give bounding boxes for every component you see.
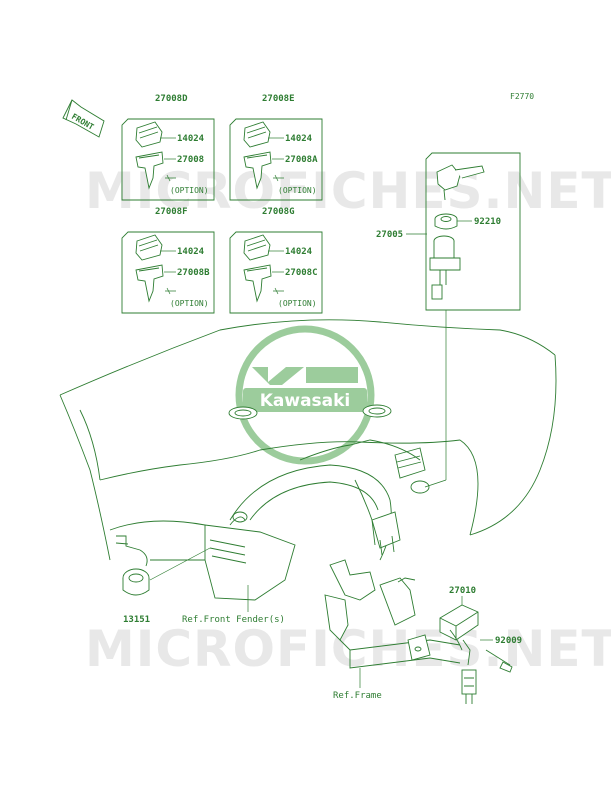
watermark-text-top: MICROFICHES.NET <box>85 162 611 220</box>
key-part-label: 27008 <box>177 155 204 165</box>
key-set-number: 27008G <box>262 207 295 217</box>
key-icon <box>135 264 164 303</box>
key-icon <box>135 151 164 190</box>
ref-frame-label: Ref.Frame <box>333 691 382 701</box>
option-label: (OPTION) <box>278 299 317 308</box>
kawasaki-logo: Kawasaki <box>235 325 375 465</box>
front-arrow-icon: FRONT <box>62 99 105 138</box>
key-cap-icon <box>243 234 271 261</box>
ignition-switch-part-label: 27005 <box>376 230 403 240</box>
key-set-number: 27008D <box>155 94 188 104</box>
ref-front-fender-label: Ref.Front Fender(s) <box>182 615 285 625</box>
cap-part-label: 14024 <box>177 134 205 144</box>
ignition-switch-assembly: 92210 27005 <box>376 152 521 488</box>
option-label: (OPTION) <box>170 299 209 308</box>
cap-part-label: 14024 <box>285 134 313 144</box>
relay-part-label: 27010 <box>449 586 476 596</box>
key-cap-icon <box>135 234 163 261</box>
nut-part-label: 92210 <box>474 217 501 227</box>
figure-code: F2770 <box>510 92 534 101</box>
option-label: (OPTION) <box>278 186 317 195</box>
key-part-label: 27008B <box>177 268 210 278</box>
key-set-27008e: 27008E 14024 27008A (OPTION) <box>229 94 323 201</box>
key-part-label: 27008A <box>285 155 318 165</box>
key-set-number: 27008E <box>262 94 295 104</box>
cap-part-label: 14024 <box>285 247 313 257</box>
frame-bracket <box>324 559 461 669</box>
ignition-key-icon <box>436 164 485 201</box>
cap-part-label: 14024 <box>177 247 205 257</box>
watermark: MICROFICHES.NET MICROFICHES.NET <box>85 162 611 678</box>
bolt-92009: 92009 <box>480 636 522 673</box>
key-cap-icon <box>135 121 163 148</box>
key-set-number: 27008F <box>155 207 188 217</box>
key-part-label: 27008C <box>285 268 318 278</box>
key-cap-icon <box>243 121 271 148</box>
front-fender-body <box>59 319 557 601</box>
key-set-27008g: 27008G 14024 27008C (OPTION) <box>229 207 323 314</box>
switch-body-icon <box>429 235 461 300</box>
key-set-27008f: 27008F 14024 27008B (OPTION) <box>121 207 215 314</box>
key-set-27008d: 27008D 14024 27008 (OPTION) <box>121 94 215 201</box>
option-label: (OPTION) <box>170 186 209 195</box>
socket-13151: 13151 <box>115 535 211 625</box>
key-icon <box>243 264 272 303</box>
socket-part-label: 13151 <box>123 615 150 625</box>
key-icon <box>243 151 272 190</box>
relay-27010: 27010 <box>439 586 479 704</box>
watermark-text-bottom: MICROFICHES.NET <box>85 620 611 678</box>
kawasaki-logo-text: Kawasaki <box>260 391 351 411</box>
nut-icon <box>434 213 458 230</box>
bolt-part-label: 92009 <box>495 636 522 646</box>
